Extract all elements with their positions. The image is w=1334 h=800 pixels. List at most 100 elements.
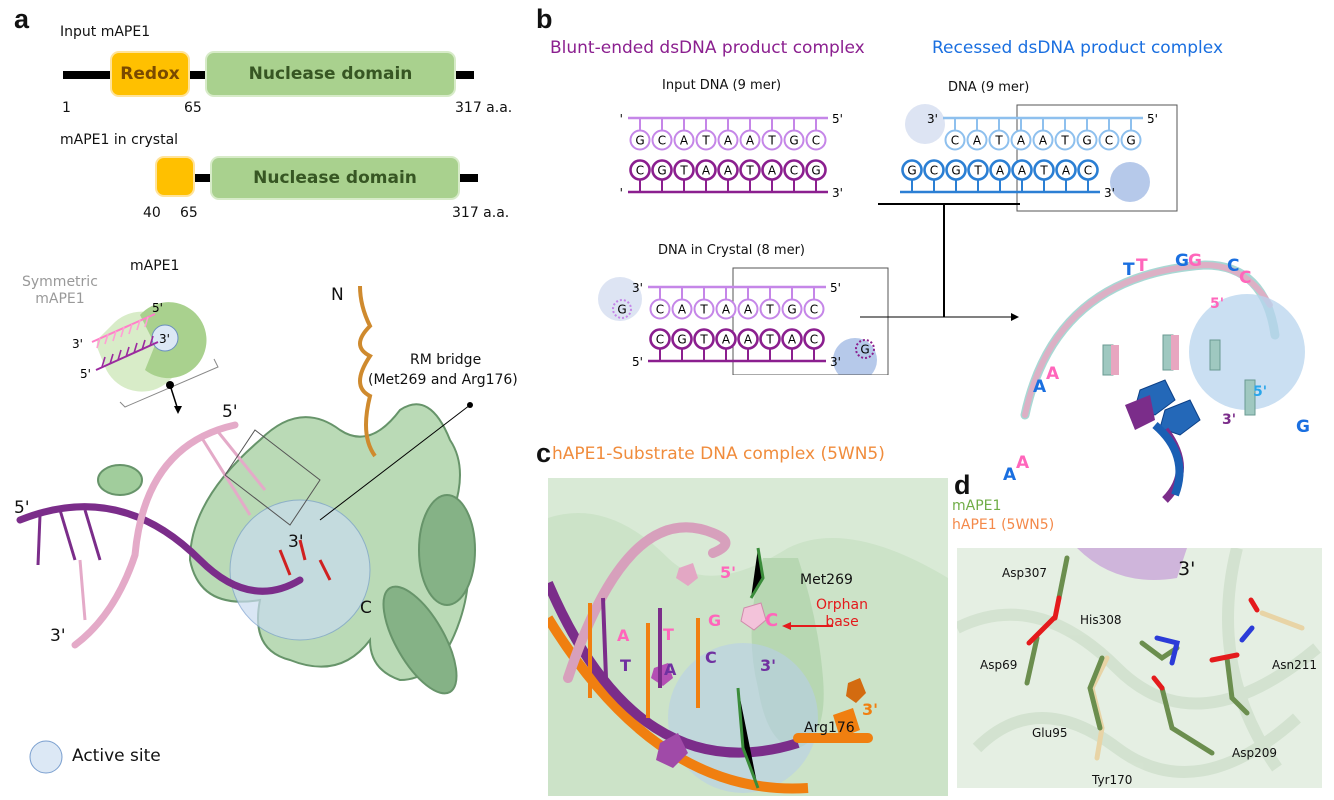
- nucleotide: [1010, 129, 1032, 151]
- base-letter: A: [768, 164, 777, 178]
- nucleotide: [671, 298, 693, 320]
- input-dna-title: Input DNA (9 mer): [662, 78, 782, 93]
- c-label-c-purple: C: [705, 648, 717, 667]
- residue-label: Asp69: [980, 658, 1018, 672]
- tick-label: 65: [180, 205, 198, 221]
- orphan-base-letter: C: [765, 610, 779, 631]
- base-letter: T: [701, 134, 710, 148]
- c-label-t-pink: T: [663, 625, 674, 644]
- residue-label: His308: [1080, 613, 1122, 627]
- recessed-title: Recessed dsDNA product complex: [932, 38, 1224, 58]
- overlay-label-pink: G: [1188, 251, 1202, 271]
- nucleotide: [759, 328, 781, 350]
- schematic-5prime-sym: 5': [80, 367, 91, 381]
- base-letter: T: [767, 134, 776, 148]
- overlay-label-pink: A: [1046, 364, 1060, 384]
- overlay-5prime-blue: 5': [1253, 384, 1268, 400]
- symmetric-pocket: [63, 326, 97, 360]
- legend-hape1: hAPE1 (5WN5): [952, 517, 1055, 533]
- nucleotide: [739, 129, 761, 151]
- nucleotide: [781, 328, 803, 350]
- base-letter: C: [790, 164, 798, 178]
- overlay-label-blue: A: [1033, 377, 1047, 397]
- input-mape1-label: Input mAPE1: [60, 24, 151, 40]
- nucleotide: [803, 328, 825, 350]
- panel-a-letter: a: [14, 4, 30, 34]
- nucleotide: [673, 129, 695, 151]
- base-letter: C: [930, 164, 938, 178]
- base-letter: A: [1039, 134, 1048, 148]
- c-label-a-purple: A: [664, 660, 677, 679]
- panel-c-title: hAPE1-Substrate DNA complex (5WN5): [552, 444, 885, 464]
- base-letter: A: [1017, 134, 1026, 148]
- strand-end-label: 3': [632, 281, 643, 295]
- base-letter: T: [679, 164, 688, 178]
- panel-d-structure: [957, 548, 1322, 788]
- base-letter: G: [907, 164, 916, 178]
- flipped-base: [612, 299, 632, 319]
- overlay-label-pink: C: [1239, 268, 1252, 288]
- base-letter: T: [1060, 134, 1069, 148]
- arrow-right-icon: [1011, 313, 1019, 321]
- nucleotide: [715, 328, 737, 350]
- nucleotide: [739, 159, 761, 181]
- schematic-3prime-sym: 3': [72, 337, 83, 351]
- strand-end-label: 3': [927, 112, 938, 126]
- active-site-circle: [229, 499, 371, 641]
- nucleotide: [1098, 129, 1120, 151]
- crystal-dna-title: DNA in Crystal (8 mer): [658, 243, 805, 258]
- active-site-legend-label: Active site: [72, 746, 161, 766]
- nucleotide: [989, 159, 1011, 181]
- panel-c-structure: [548, 478, 948, 796]
- nucleotide: [629, 159, 651, 181]
- base-letter: T: [765, 303, 774, 317]
- base-letter: A: [1062, 164, 1071, 178]
- nucleotide: [781, 298, 803, 320]
- residue-label: Tyr170: [1092, 773, 1133, 787]
- base-letter: T: [745, 164, 754, 178]
- base-letter: G: [787, 303, 796, 317]
- c-three-prime-purple: 3': [760, 656, 777, 675]
- base-letter: C: [810, 333, 818, 347]
- nucleotide: [695, 159, 717, 181]
- base-letter: A: [702, 164, 711, 178]
- nucleotide: [1120, 129, 1142, 151]
- base-letter: A: [746, 134, 755, 148]
- dna-strand-purple: [16, 503, 304, 595]
- base-letter: C: [1084, 164, 1092, 178]
- met269-label: Met269: [800, 572, 853, 588]
- strand-end-label: 5': [620, 186, 623, 200]
- schematic-5prime: 5': [152, 301, 163, 315]
- base-letter: T: [699, 333, 708, 347]
- tick-label: 317 a.a.: [455, 100, 513, 116]
- base-letter: C: [656, 303, 664, 317]
- overlay-label-blue: T: [1123, 260, 1135, 280]
- base-letter: T: [973, 164, 982, 178]
- base-letter: T: [765, 333, 774, 347]
- nucleotide: [737, 328, 759, 350]
- panel-c-letter: c: [536, 438, 552, 468]
- c-label-a-pink: A: [617, 626, 630, 645]
- nucleotide: [761, 159, 783, 181]
- base-letter: A: [996, 164, 1005, 178]
- overlay-label-blue: A: [1003, 465, 1017, 485]
- strand-end-label: 3': [830, 355, 841, 369]
- schematic-mape1-label: mAPE1: [130, 258, 180, 274]
- nucleotide: [715, 298, 737, 320]
- n-terminal-loop: [358, 285, 377, 458]
- orphan-base-label: Orphan base: [816, 597, 868, 630]
- nuclease-domain: Nuclease domain: [212, 158, 458, 198]
- base-letter: A: [722, 303, 731, 317]
- nucleotide: [803, 298, 825, 320]
- base-letter: C: [658, 134, 666, 148]
- blunt-title: Blunt-ended dsDNA product complex: [550, 38, 865, 58]
- overlay-5prime-pink: 5': [1210, 296, 1225, 312]
- linker-bar: [63, 71, 111, 79]
- crystal-mape1-label: mAPE1 in crystal: [60, 132, 179, 148]
- nucleotide: [783, 129, 805, 151]
- nucleotide: [761, 129, 783, 151]
- nucleotide: [783, 159, 805, 181]
